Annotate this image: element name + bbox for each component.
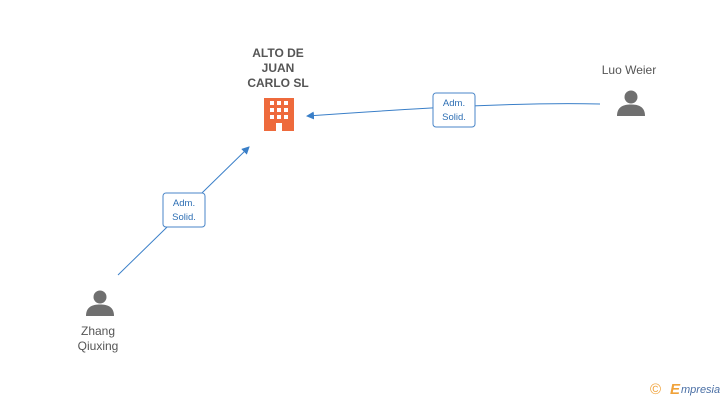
person-icon (617, 90, 645, 116)
edge-zhang-qiuxing-to-company: Adm. Solid. (117, 146, 250, 276)
edge-label[interactable]: Adm. Solid. (432, 92, 476, 128)
edge-label-line-2: Solid. (442, 112, 466, 123)
company-name-line-2: JUAN (262, 61, 295, 75)
brand-name-rest: mpresia (681, 384, 720, 396)
edge-label-line-2: Solid. (172, 212, 196, 223)
person-node-zhang-qiuxing[interactable]: Zhang Qiuxing (78, 290, 119, 354)
person-name-line-1: Zhang (81, 324, 115, 338)
company-name-line-3: CARLO SL (247, 76, 308, 90)
edge-label[interactable]: Adm. Solid. (162, 192, 206, 228)
person-node-luo-weier[interactable]: Luo Weier (602, 63, 656, 116)
person-name-line-2: Qiuxing (78, 339, 119, 353)
brand-initial: E (670, 381, 681, 398)
person-icon (86, 290, 114, 316)
company-node[interactable]: ALTO DE JUAN CARLO SL (247, 46, 309, 131)
edge-luo-weier-to-company: Adm. Solid. (306, 92, 601, 128)
person-name-line-1: Luo Weier (602, 63, 656, 77)
building-icon (264, 98, 294, 131)
edge-label-line-1: Adm. (173, 198, 195, 209)
copyright-symbol: © (650, 381, 661, 398)
brand-watermark: © E mpresia (650, 381, 720, 398)
edge-label-line-1: Adm. (443, 98, 465, 109)
company-name-line-1: ALTO DE (252, 46, 304, 60)
